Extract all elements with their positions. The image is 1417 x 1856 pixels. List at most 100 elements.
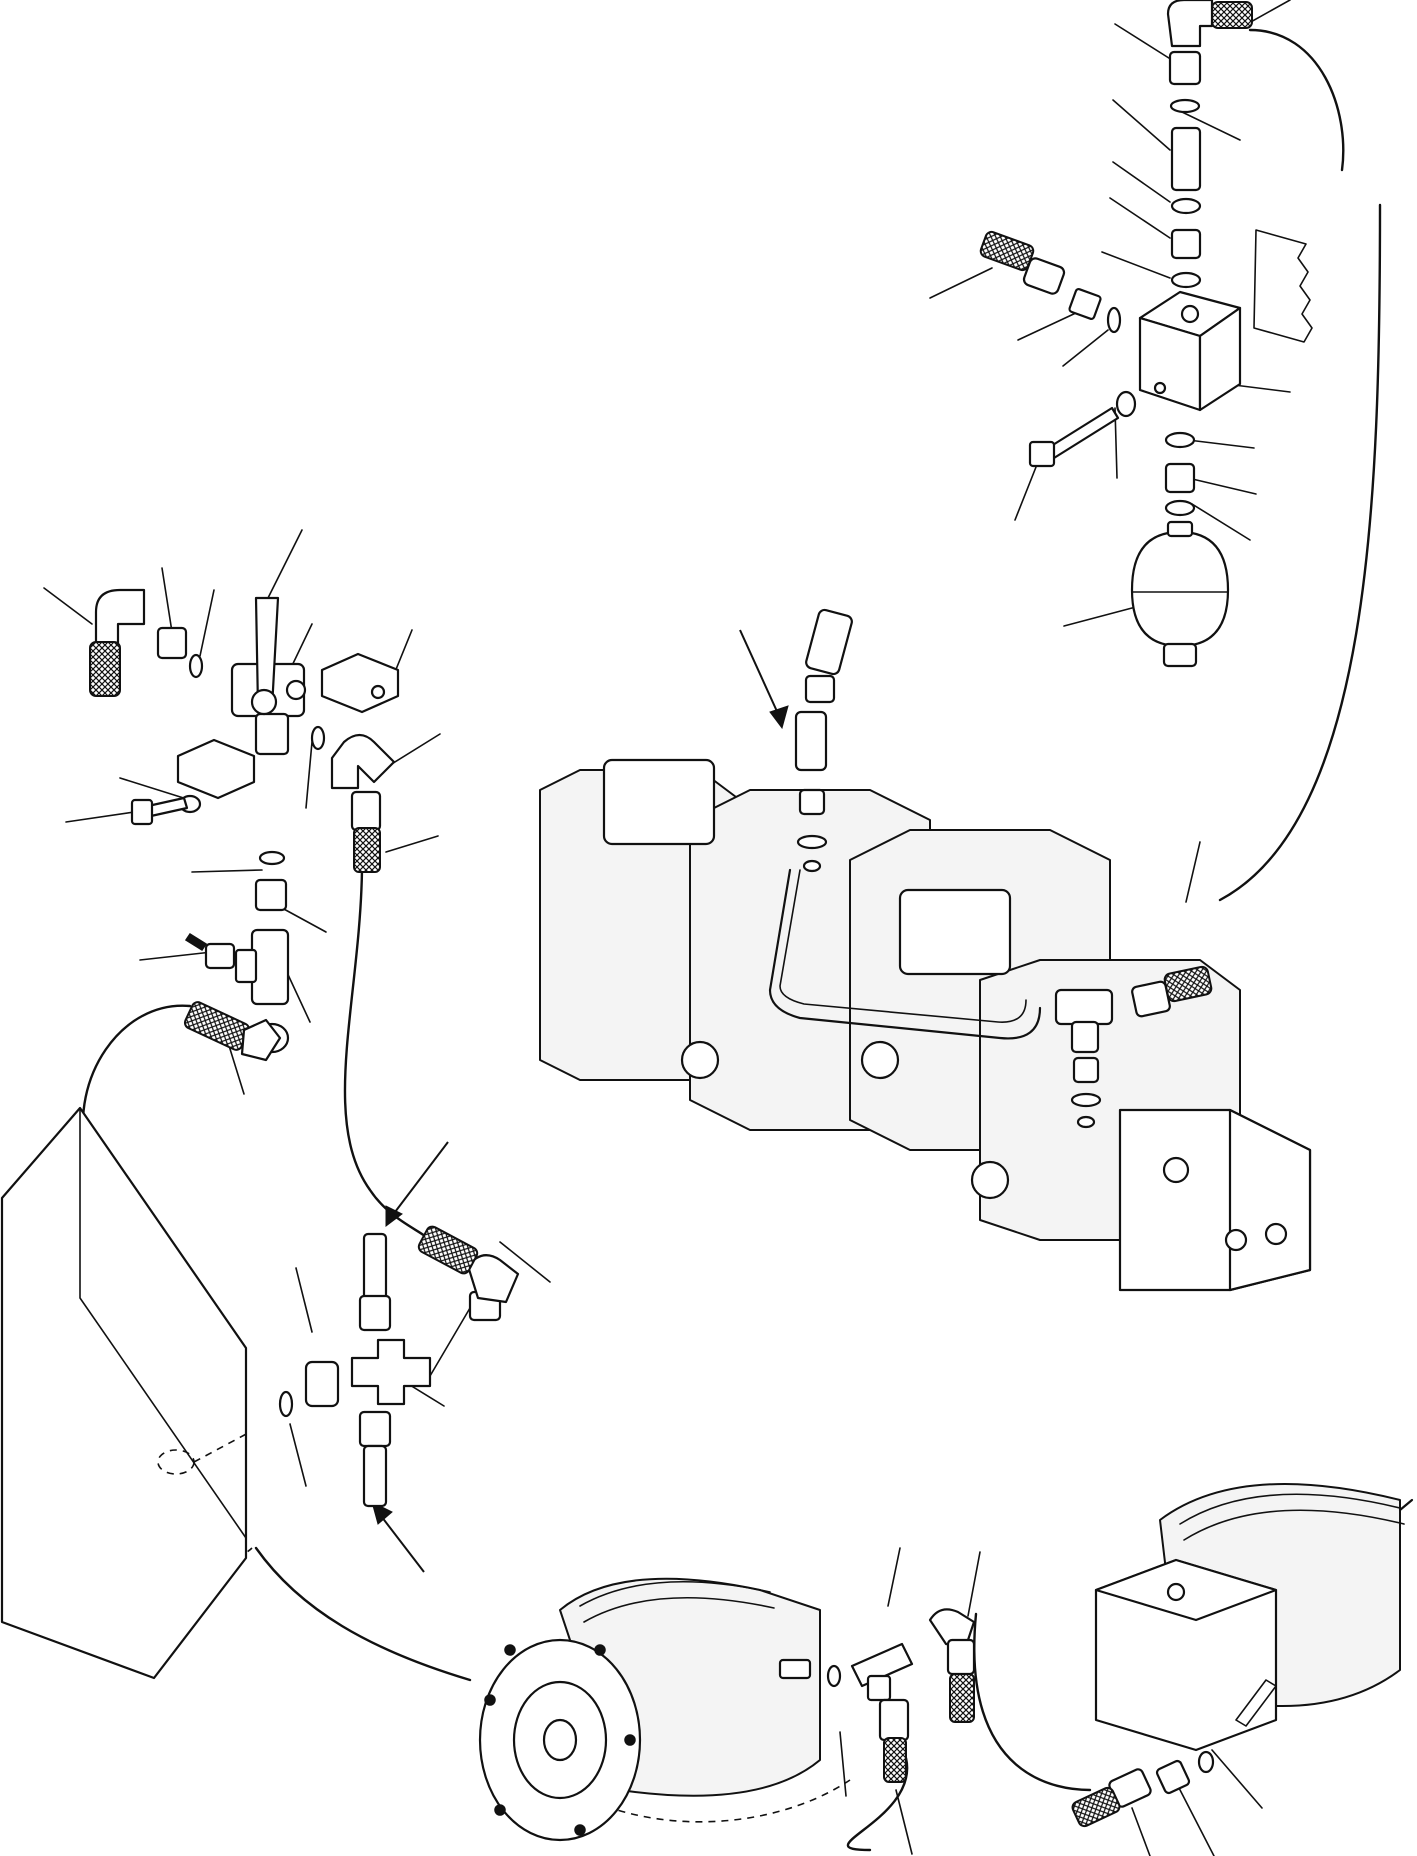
pump-port (1264, 1222, 1288, 1246)
leader-line (385, 835, 439, 853)
leader-line (305, 741, 313, 809)
leader-line (1017, 311, 1079, 341)
shutoff-valve-assembly (89, 588, 400, 1062)
control-valve-block (898, 888, 1012, 976)
tank-edge (79, 1107, 247, 1539)
port-top (1180, 304, 1200, 324)
hidden-line (193, 1431, 251, 1463)
leader-line (895, 1789, 913, 1855)
motor-port-fitting (778, 1658, 812, 1680)
motor-center (542, 1718, 578, 1762)
adapter-nut (358, 1294, 392, 1332)
travel-motor-left (478, 1577, 976, 1842)
motor-bolt (484, 1694, 496, 1706)
tee-fitting (250, 928, 290, 1006)
leader-line (1131, 1807, 1151, 1856)
check-valve (794, 710, 828, 772)
motor-bolt (624, 1734, 636, 1746)
gear-pump-end (1228, 1108, 1312, 1292)
o-ring (796, 834, 828, 850)
hose-lines (81, 28, 1382, 1852)
elbow-fitting (240, 1018, 282, 1062)
washer (1115, 390, 1137, 418)
leader-line (281, 907, 327, 933)
bolt-head (1028, 440, 1056, 468)
hose-fitting (1131, 980, 1171, 1018)
leader-line (289, 1423, 307, 1487)
tee-fitting (1054, 988, 1114, 1026)
bolt (1046, 406, 1120, 460)
o-ring (188, 653, 204, 679)
control-valve-block (602, 758, 716, 846)
clamp-upper (320, 652, 400, 714)
hose-end (89, 641, 121, 697)
arrow-line (377, 1511, 425, 1573)
elbow-fitting (330, 733, 396, 790)
hose-valve-to-cross (343, 868, 432, 1242)
o-ring (1170, 271, 1202, 289)
switch-terminal (184, 932, 208, 952)
leader-line (1185, 841, 1201, 903)
accumulator-neck (1166, 520, 1194, 538)
o-ring (1197, 1750, 1215, 1774)
leader-line (887, 1547, 901, 1607)
hose-fitting (878, 1698, 910, 1742)
hose-end (183, 1001, 251, 1051)
hose-accumulator-to-pump (1248, 28, 1345, 172)
adapter-nut (156, 626, 188, 660)
pipe-upper (362, 1232, 388, 1302)
leader-line (1191, 503, 1251, 541)
motor-gear-ring (579, 1580, 775, 1623)
hose-end-side (979, 230, 1035, 272)
hydraulic-pump-assembly (539, 608, 1312, 1292)
adapter-nut (1170, 228, 1202, 260)
adapter-fitting (304, 1360, 340, 1408)
port (1076, 1115, 1096, 1129)
port (802, 859, 822, 873)
line-filter (805, 608, 853, 676)
valve-cap (860, 1040, 900, 1080)
motor-port (1166, 1582, 1186, 1602)
motor-bolt (574, 1824, 586, 1836)
motor-cover-top (1094, 1558, 1278, 1622)
leader-line (1177, 1785, 1215, 1856)
fuel-tank-block (0, 1106, 251, 1680)
tee-branch (234, 948, 258, 984)
hose-end (1071, 1786, 1121, 1828)
leader-line (119, 777, 191, 801)
motor-bolt (504, 1644, 516, 1656)
tee-fitting (850, 1642, 914, 1688)
motor-bolt (594, 1644, 606, 1656)
hose-end (417, 1225, 479, 1275)
accumulator-valve-block-assembly (979, 0, 1313, 668)
adapter-fitting (1068, 288, 1102, 320)
motor-gear-ring (1179, 1493, 1405, 1541)
elbow-fitting-top (1166, 0, 1214, 48)
leader-line (1109, 197, 1171, 239)
leader-line (967, 1551, 981, 1617)
motor-pipe (1235, 1679, 1277, 1727)
pilot-tube (768, 868, 1042, 1040)
leader-line (199, 589, 215, 657)
lever-pivot (250, 688, 278, 716)
leader-line (191, 869, 263, 873)
hose-end (353, 827, 381, 873)
tank-body (0, 1106, 248, 1680)
clamp-lower (176, 738, 256, 800)
pump-port (1162, 1156, 1190, 1184)
hose-end-top (1211, 1, 1253, 29)
arrow-line (739, 629, 781, 719)
adapter-nut (1155, 1759, 1191, 1795)
adapter-nut (804, 674, 836, 704)
hose-fitting (350, 790, 382, 832)
mounting-bracket (1253, 229, 1313, 343)
leader-line (1112, 99, 1171, 151)
adapter-nut (1072, 1056, 1100, 1084)
leader-line (1181, 111, 1241, 141)
adapter-nut (1168, 50, 1202, 86)
adapter-nut (1164, 462, 1196, 494)
leader-line (1114, 23, 1173, 61)
motor-stud (1398, 1498, 1414, 1512)
hose-fitting (1022, 257, 1066, 295)
